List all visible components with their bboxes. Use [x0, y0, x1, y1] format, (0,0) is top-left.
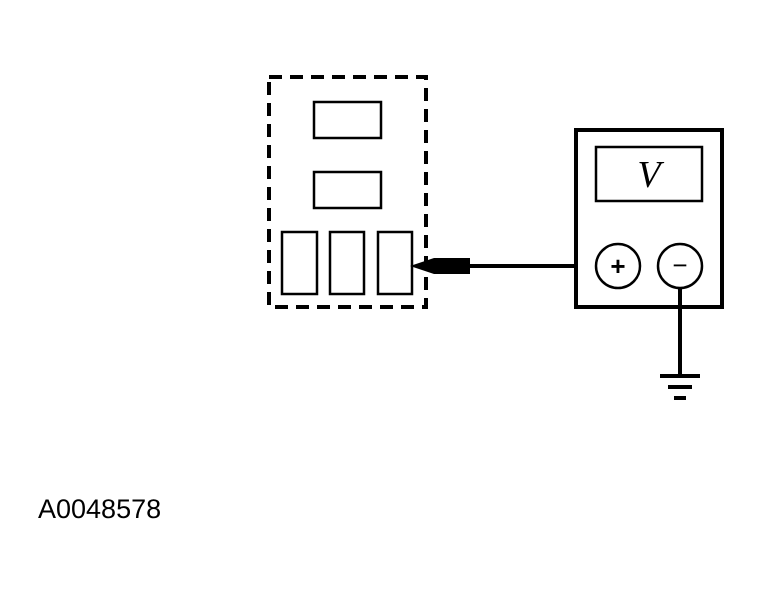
- middle-fuse: [312, 170, 383, 210]
- terminal-middle: [328, 230, 366, 296]
- voltmeter-display: [594, 145, 704, 203]
- negative-symbol: −: [672, 250, 687, 280]
- voltmeter: V + −: [574, 128, 724, 309]
- display-symbol: V: [637, 154, 664, 196]
- positive-terminal: [594, 242, 642, 290]
- figure-reference-code: A0048578: [38, 494, 162, 524]
- probe-lead: [410, 258, 596, 274]
- probe-tip: [410, 258, 470, 274]
- upper-fuse: [312, 100, 383, 140]
- terminal-left: [280, 230, 319, 296]
- positive-symbol: +: [610, 251, 625, 281]
- ground-connection: [660, 288, 700, 400]
- ground-icon: [660, 374, 700, 400]
- fuse-box-outline: [267, 75, 428, 309]
- fuse-box: [267, 75, 428, 309]
- terminal-right: [376, 230, 414, 296]
